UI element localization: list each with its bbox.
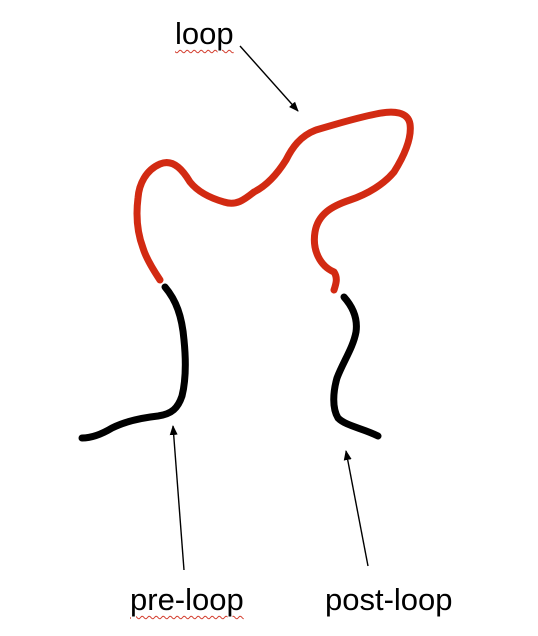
post-loop-strand xyxy=(330,293,382,440)
post-loop-label: post-loop xyxy=(325,584,453,615)
pre-loop-strand xyxy=(78,283,189,442)
loop-arrow xyxy=(239,45,299,112)
loop-strand xyxy=(133,108,414,294)
loop-label: loop xyxy=(175,18,234,49)
post-loop-arrow xyxy=(343,450,369,567)
pre-loop-label: pre-loop xyxy=(130,584,244,615)
pre-loop-label-text: pre-loop xyxy=(130,582,244,617)
post-loop-label-text: post-loop xyxy=(325,582,453,617)
loop-label-text: loop xyxy=(175,16,234,51)
pre-loop-arrow xyxy=(169,425,185,571)
